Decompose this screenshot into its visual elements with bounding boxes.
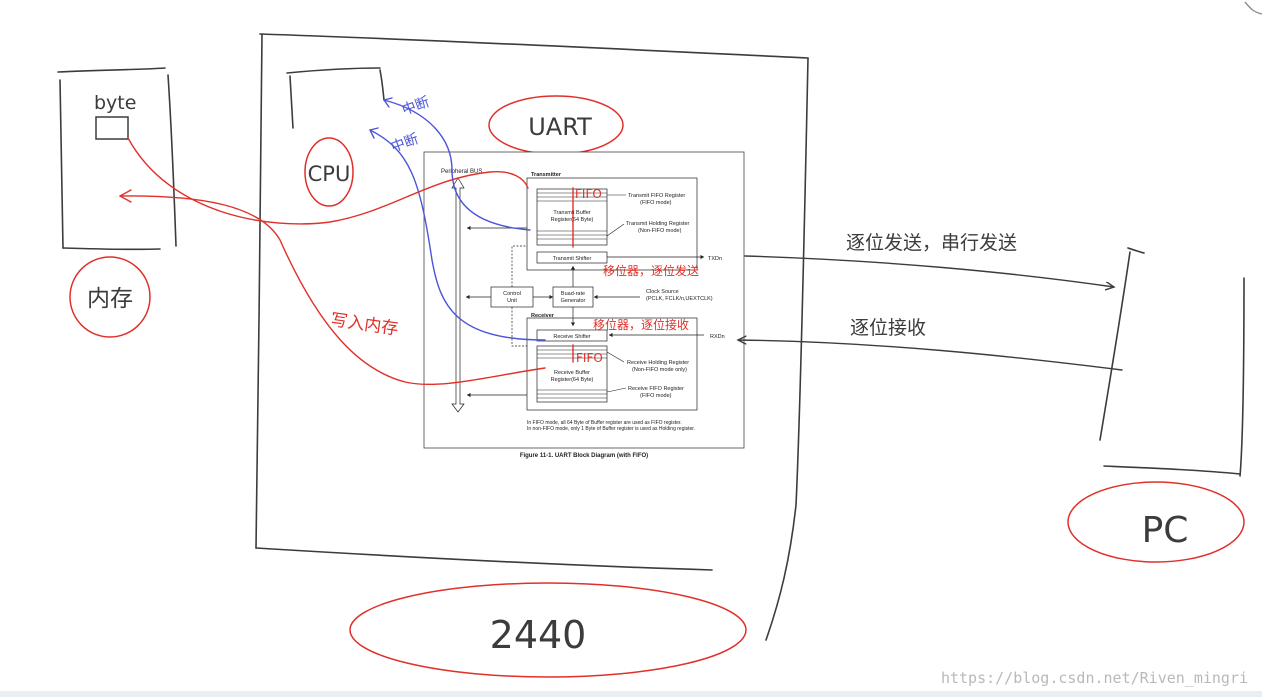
tx-buffer-lines (537, 192, 607, 240)
figure-caption: Figure 11-1. UART Block Diagram (with FI… (520, 453, 648, 459)
baud-generator-label-2: Generator (561, 298, 586, 304)
tx-buffer-label-2: Register(64 Byte) (551, 217, 594, 223)
rx-leader-lines (606, 351, 627, 393)
tx-holding-register-label: Transmit Holding Register (626, 221, 690, 227)
tx-holding-mode-label: (Non-FIFO mode) (638, 228, 682, 234)
rx-shifter-box (536, 329, 608, 342)
tx-fifo-annotation: FIFO (575, 187, 602, 201)
uart-label: UART (528, 113, 592, 141)
interrupt-label-top: 中断 (400, 94, 432, 119)
cpu-label: CPU (308, 162, 351, 186)
interrupt-paths (369, 97, 546, 341)
peripheral-bus-label: Peripheral BUS (441, 169, 482, 175)
memory-device (57, 67, 177, 251)
watermark: https://blog.csdn.net/Riven_mingri (940, 669, 1248, 687)
uart-block-diagram: Peripheral BUS Transmitter Transmit Buff… (423, 151, 745, 459)
figure-note-2: In non-FIFO mode, only 1 Byte of Buffer … (527, 426, 695, 432)
rx-buffer-label-1: Receive Buffer (554, 370, 590, 376)
pc-circle (1067, 481, 1245, 563)
rx-holding-mode-label: (Non-FIFO mode only) (632, 367, 687, 373)
write-memory-label: 写入内存 (329, 310, 399, 339)
tx-fifo-register-label: Transmit FIFO Register (628, 193, 685, 199)
pc-label: PC (1142, 510, 1189, 551)
baud-generator-label-1: Buad-rate (561, 291, 585, 297)
board-label: 2440 (490, 613, 587, 657)
txdn-label: TXDn (708, 256, 722, 262)
rx-fifo-mode-label: (FIFO mode) (640, 393, 672, 399)
rxdn-label: RXDn (710, 334, 725, 340)
transmitter-label: Transmitter (531, 172, 562, 178)
memory-byte-label: byte (94, 92, 136, 114)
clock-source-detail: (PCLK, FCLK/n,UEXTCLK) (646, 296, 713, 302)
transmitter-box (526, 177, 698, 271)
receive-note-label: 逐位接收 (850, 317, 926, 339)
pc-box (1099, 247, 1245, 477)
red-data-paths (119, 137, 574, 386)
cpu-circle (304, 137, 354, 207)
memory-byte-cell (95, 116, 129, 140)
tx-shifter-annotation: 移位器，逐位发送 (603, 263, 699, 278)
memory-circle (69, 256, 151, 338)
rx-buffer-lines (537, 349, 607, 399)
tx-buffer-box (536, 188, 608, 246)
tx-fifo-mode-label: (FIFO mode) (640, 200, 672, 206)
control-unit-label-1: Control (503, 291, 521, 297)
interrupt-label-bottom: 中断 (389, 131, 421, 156)
serial-link (738, 255, 1123, 371)
receiver-box (526, 317, 698, 411)
figure-note-1: In FIFO mode, all 64 Byte of Buffer regi… (527, 420, 682, 426)
receiver-label: Receiver (531, 313, 555, 319)
bottom-bar (0, 691, 1262, 697)
rx-shifter-annotation: 移位器，逐位接收 (593, 317, 689, 332)
rx-fifo-annotation: FIFO (576, 351, 603, 365)
memory-label: 内存 (87, 286, 133, 312)
tx-leader-lines (606, 194, 626, 237)
board-outline (255, 33, 809, 641)
send-note-label: 逐位发送，串行发送 (846, 232, 1017, 254)
board-circle (349, 582, 747, 678)
tx-buffer-label-1: Transmit Buffer (553, 210, 590, 216)
rx-buffer-label-2: Register(64 Byte) (551, 377, 594, 383)
rx-fifo-register-label: Receive FIFO Register (628, 386, 684, 392)
clock-source-label: Clock Source (646, 289, 679, 295)
rx-shifter-label: Receive Shifter (553, 334, 590, 340)
rx-buffer-box (536, 345, 608, 403)
tx-shifter-label: Transmit Shifter (553, 256, 592, 262)
tx-shifter-box (536, 251, 608, 264)
figure-border (423, 151, 745, 449)
cpu-box (286, 67, 385, 129)
control-unit-label-2: Unit (507, 298, 517, 304)
corner-mark (1244, 1, 1262, 15)
rx-holding-register-label: Receive Holding Register (627, 360, 689, 366)
